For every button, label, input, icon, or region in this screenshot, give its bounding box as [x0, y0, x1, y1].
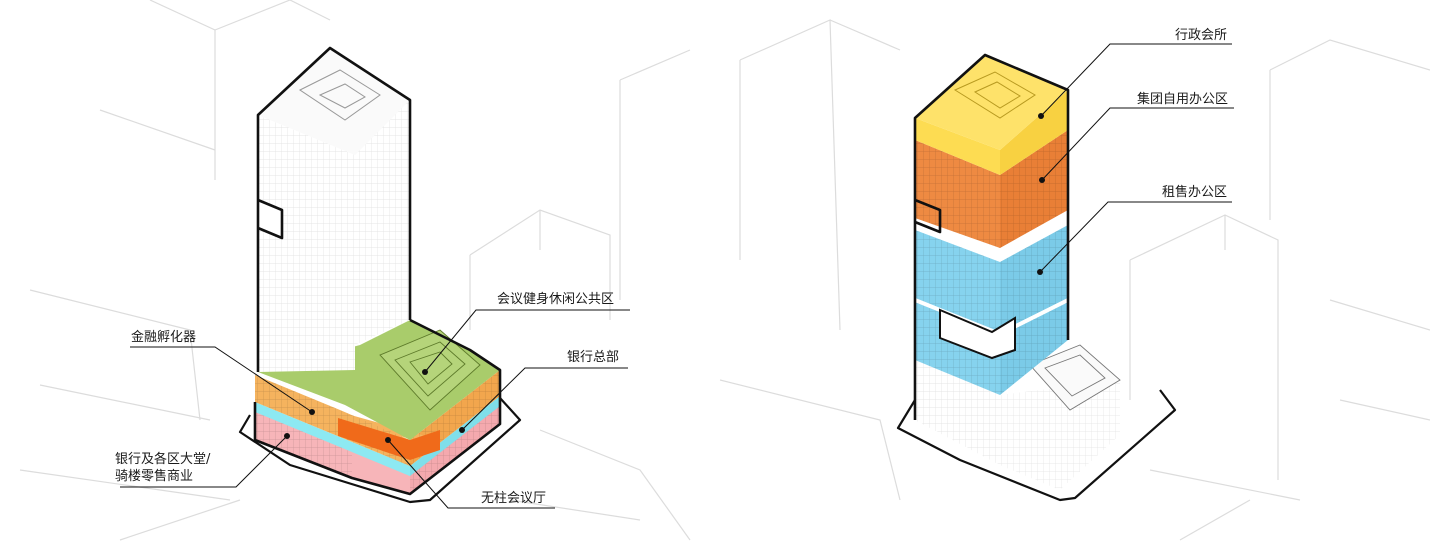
label-financial-incubator: 金融孵化器	[131, 329, 196, 345]
label-rental-office: 租售办公区	[1162, 184, 1227, 200]
left-tower	[257, 48, 410, 372]
label-column-free-hall: 无柱会议厅	[481, 491, 546, 506]
label-executive-club: 行政会所	[1175, 28, 1227, 43]
right-site-outline	[896, 389, 1177, 502]
label-group-office: 集团自用办公区	[1137, 91, 1228, 107]
left-context-buildings	[19, 0, 691, 541]
right-zone-rental-office	[914, 225, 1069, 395]
left-building-silhouette	[253, 46, 502, 496]
label-lobby-line2: 骑楼零售商业	[115, 468, 193, 484]
left-zone-bank-hq	[255, 396, 500, 476]
right-context-buildings	[719, 19, 1430, 541]
right-zone-group-office	[915, 130, 1068, 248]
right-zone-executive-club	[915, 55, 1068, 175]
right-building-diagram: 行政会所 集团自用办公区 租售办公区	[719, 19, 1430, 541]
left-zone-retail	[255, 404, 500, 494]
label-lobby-line1: 银行及各区大堂/	[115, 451, 211, 467]
left-leaders	[120, 309, 630, 509]
left-building-diagram: 会议健身休闲公共区 金融孵化器 银行总部 银行及各区大堂/ 骑楼零售商业 无柱会…	[19, 0, 691, 541]
left-site-outline	[238, 397, 522, 504]
left-zone-fitness	[258, 320, 500, 440]
label-fitness-public-area: 会议健身休闲公共区	[497, 291, 614, 307]
right-building-silhouette	[913, 53, 1070, 420]
label-bank-headquarters: 银行总部	[567, 350, 619, 365]
right-leaders	[1037, 43, 1234, 275]
